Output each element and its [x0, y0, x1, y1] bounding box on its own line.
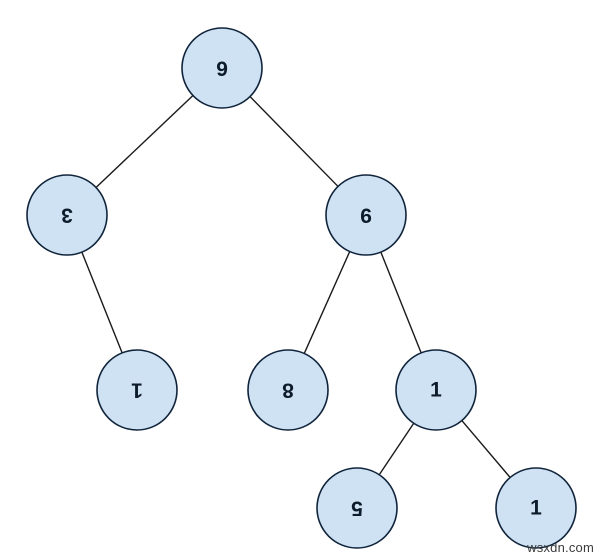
tree-node-label: 1: [530, 497, 542, 520]
tree-edge: [303, 251, 351, 354]
tree-node-circle[interactable]: [96, 349, 178, 431]
tree-node-label: 9: [360, 204, 372, 227]
tree-node-circle[interactable]: [26, 174, 108, 256]
tree-node-label: 3: [61, 204, 73, 227]
tree-node[interactable]: 6: [181, 27, 263, 109]
tree-node-label: 6: [216, 57, 228, 80]
tree-node-label: 1: [131, 379, 143, 402]
tree-edge: [380, 251, 422, 354]
tree-node-circle[interactable]: [395, 349, 477, 431]
tree-node-circle[interactable]: [325, 174, 407, 256]
tree-edge: [378, 422, 415, 476]
tree-node[interactable]: 3: [26, 174, 108, 256]
tree-node[interactable]: 1: [395, 349, 477, 431]
tree-node-label: 1: [430, 379, 442, 402]
tree-node[interactable]: 5: [316, 467, 398, 549]
tree-node-circle[interactable]: [495, 467, 577, 549]
tree-node-circle[interactable]: [247, 349, 329, 431]
tree-node[interactable]: 1: [495, 467, 577, 549]
edge-layer: [81, 95, 511, 478]
tree-edge: [81, 251, 123, 354]
tree-node-label: 8: [282, 379, 294, 402]
tree-node[interactable]: 9: [325, 174, 407, 256]
tree-node[interactable]: 1: [96, 349, 178, 431]
tree-node-label: 5: [351, 497, 363, 520]
tree-node-circle[interactable]: [181, 27, 263, 109]
watermark-text: wsxdn.com: [527, 540, 594, 555]
tree-node-circle[interactable]: [316, 467, 398, 549]
tree-edge: [249, 96, 339, 187]
tree-edge: [95, 95, 194, 188]
tree-node[interactable]: 8: [247, 349, 329, 431]
tree-edge: [461, 420, 511, 478]
